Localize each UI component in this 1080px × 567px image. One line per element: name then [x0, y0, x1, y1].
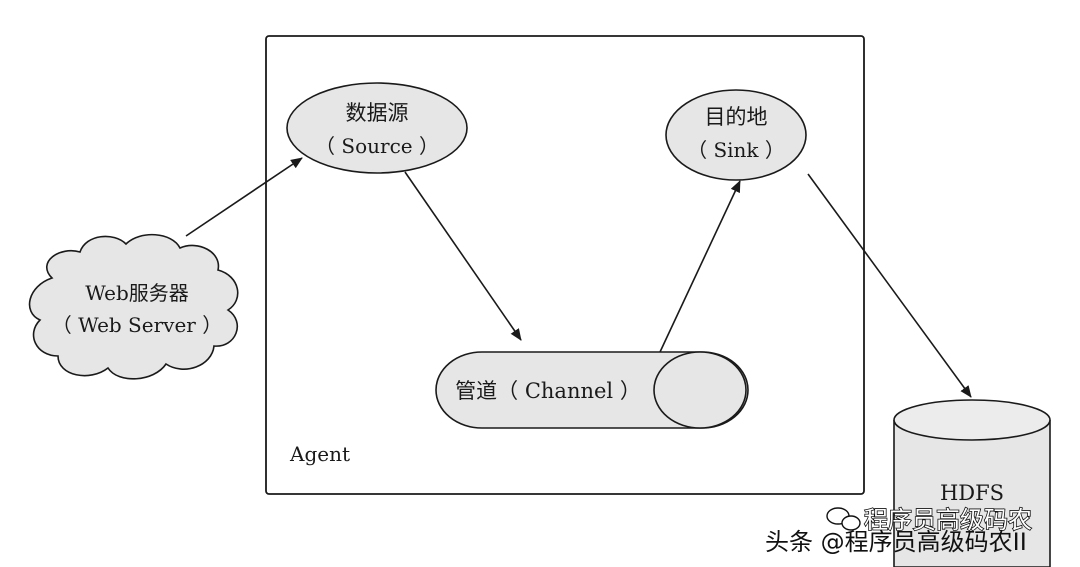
web-server-sublabel: （ Web Server ）: [52, 313, 222, 337]
hdfs-body: [893, 420, 1051, 567]
channel-node: 管道（ Channel ）: [435, 351, 749, 429]
web-server-label: Web服务器: [85, 281, 189, 305]
source-label: 数据源: [346, 101, 409, 125]
cloud-shape: [28, 233, 239, 380]
sink-sublabel: （ Sink ）: [687, 138, 785, 162]
edge-sink-to-hdfs: [807, 173, 972, 398]
watermark-outline-text: 程序员高级码农: [864, 506, 1032, 534]
sink-label: 目的地: [705, 105, 768, 129]
edge-source-to-channel: [404, 171, 522, 341]
edge-channel-to-sink: [659, 180, 741, 353]
watermark: 程序员高级码农 头条 @程序员高级码农II: [765, 505, 1033, 556]
agent-label: Agent: [289, 442, 350, 466]
source-sublabel: （ Source ）: [315, 134, 439, 158]
edges: [185, 157, 972, 398]
source-node: 数据源 （ Source ）: [286, 82, 468, 174]
channel-label: 管道（ Channel ）: [455, 379, 641, 403]
channel-end-cap: [653, 351, 747, 429]
web-server-cloud-node: Web服务器 （ Web Server ）: [28, 233, 239, 380]
wechat-icon: [826, 507, 861, 531]
hdfs-node: HDFS: [893, 399, 1051, 567]
sink-node: 目的地 （ Sink ）: [665, 89, 807, 181]
watermark-solid-text: 头条 @程序员高级码农II: [765, 528, 1027, 556]
hdfs-top: [893, 399, 1051, 441]
hdfs-label: HDFS: [940, 481, 1004, 505]
edge-web-server-to-source: [185, 157, 303, 237]
